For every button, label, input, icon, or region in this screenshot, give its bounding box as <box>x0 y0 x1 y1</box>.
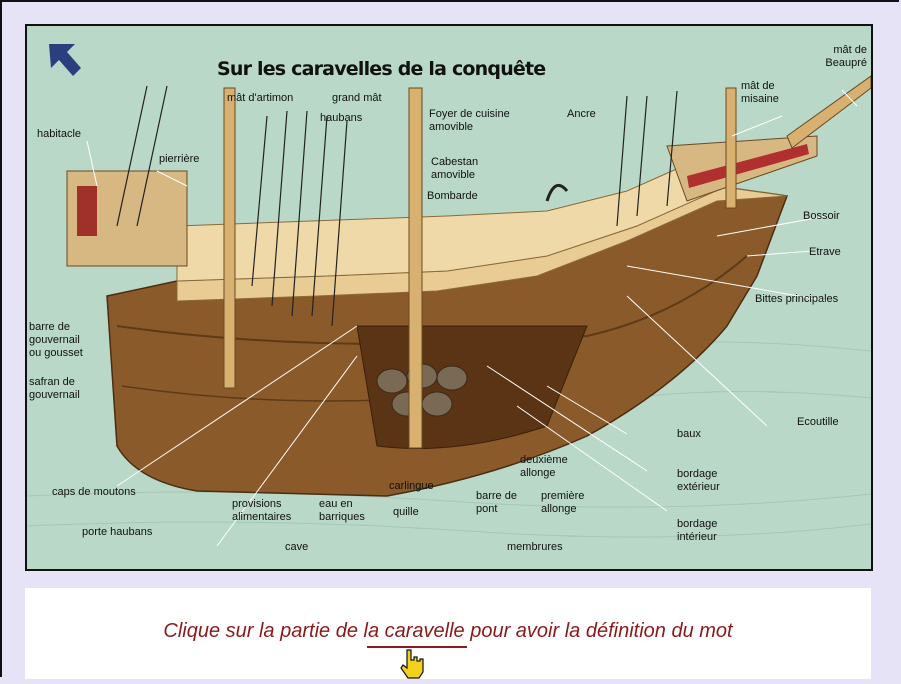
label-mat-artimon[interactable]: mât d'artimon <box>227 92 294 104</box>
label-cabestan[interactable]: Cabestan amovible <box>431 156 479 181</box>
instruction-panel: Clique sur la partie de la caravelle pou… <box>25 588 871 679</box>
label-premiere-allonge[interactable]: première allonge <box>541 490 585 515</box>
label-porte-haubans[interactable]: porte haubans <box>82 526 153 538</box>
label-quille[interactable]: quille <box>393 506 419 518</box>
label-bittes-principales[interactable]: Bittes principales <box>755 293 839 305</box>
upper-deck[interactable] <box>176 150 728 282</box>
label-provisions[interactable]: provisions alimentaires <box>232 498 292 523</box>
mast-misaine[interactable] <box>725 87 737 209</box>
label-bossoir[interactable]: Bossoir <box>803 210 840 222</box>
caravel-illustration[interactable]: Sur les caravelles de la conquête mât de… <box>25 24 873 571</box>
label-baux[interactable]: baux <box>677 428 701 440</box>
label-safran[interactable]: safran de gouvernail <box>29 376 80 401</box>
label-cave[interactable]: cave <box>285 541 309 553</box>
hand-pointer-icon <box>397 648 427 679</box>
label-etrave[interactable]: Etrave <box>809 246 841 258</box>
label-ecoutille[interactable]: Ecoutille <box>797 416 839 428</box>
label-eau-barriques[interactable]: eau en barriques <box>319 498 365 523</box>
leader-lines <box>86 89 858 547</box>
label-deuxieme-allonge[interactable]: deuxième allonge <box>520 454 568 479</box>
instruction-text: Clique sur la partie de la caravelle pou… <box>163 620 733 642</box>
water-texture <box>27 341 871 538</box>
label-mat-misaine[interactable]: mât de misaine <box>741 80 779 105</box>
label-haubans[interactable]: haubans <box>320 112 363 124</box>
label-foyer-cuisine[interactable]: Foyer de cuisine amovible <box>429 108 510 133</box>
mast-artimon[interactable] <box>223 87 236 389</box>
illustration-title: Sur les caravelles de la conquête <box>217 58 546 80</box>
ship-drawing[interactable] <box>27 26 871 569</box>
label-bombarde[interactable]: Bombarde <box>427 190 478 202</box>
label-barre-pont[interactable]: barre de pont <box>476 490 517 515</box>
back-arrow-icon[interactable] <box>45 40 83 80</box>
mast-grand[interactable] <box>408 87 423 449</box>
label-caps-moutons[interactable]: caps de moutons <box>52 486 136 498</box>
label-ancre[interactable]: Ancre <box>567 108 596 120</box>
label-bordage-exterieur[interactable]: bordage extérieur <box>677 468 720 493</box>
label-pierriere[interactable]: pierrière <box>159 153 200 165</box>
label-grand-mat[interactable]: grand mât <box>332 92 382 104</box>
stern-panel <box>77 186 97 236</box>
rigging[interactable] <box>116 85 678 327</box>
label-barre-gouvernail[interactable]: barre de gouvernail ou gousset <box>29 321 83 359</box>
label-mat-beaupre[interactable]: mât de Beaupré <box>825 44 867 69</box>
label-bordage-interieur[interactable]: bordage intérieur <box>677 518 718 543</box>
bow-decoration <box>687 144 809 188</box>
anchor[interactable] <box>545 183 569 202</box>
label-habitacle[interactable]: habitacle <box>37 128 82 140</box>
label-membrures[interactable]: membrures <box>507 541 563 553</box>
link-underline <box>367 646 467 648</box>
label-carlingue[interactable]: carlingue <box>389 480 434 492</box>
mast-beaupre[interactable] <box>786 75 871 149</box>
